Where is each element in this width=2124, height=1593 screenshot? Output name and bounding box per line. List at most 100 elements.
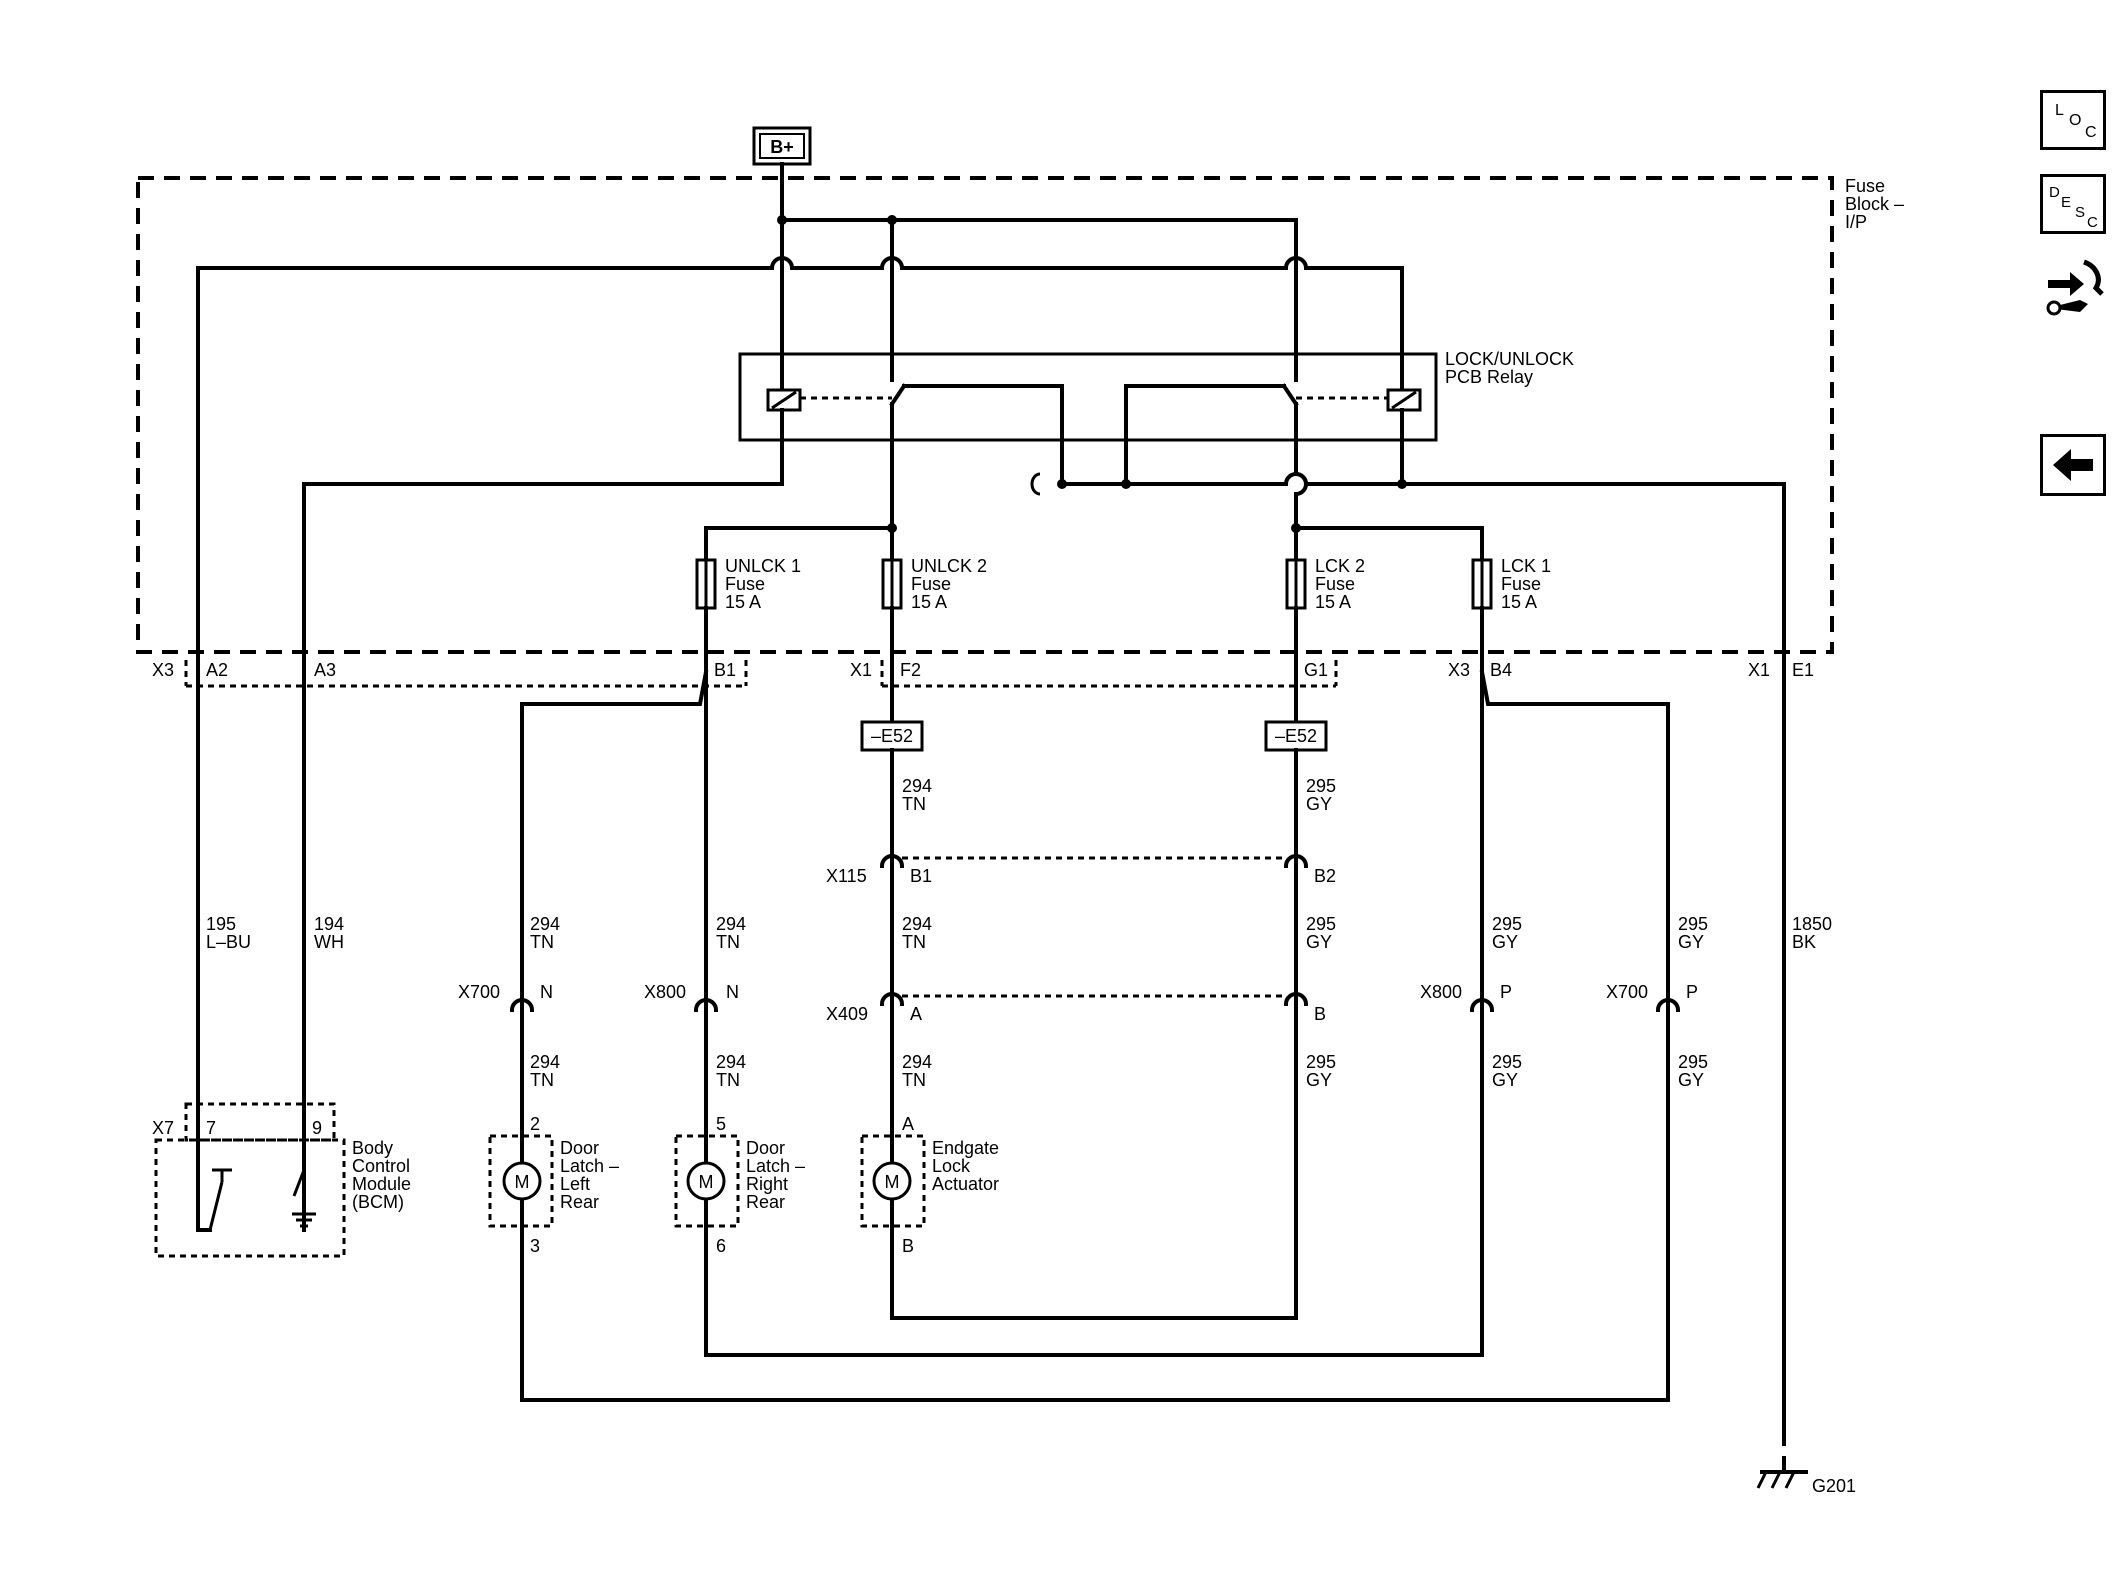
svg-text:295: 295: [1678, 914, 1708, 934]
svg-text:Door: Door: [560, 1138, 599, 1158]
e52-connector-left: [860, 720, 924, 752]
back-arrow-icon[interactable]: [2040, 434, 2106, 496]
svg-text:295: 295: [1492, 914, 1522, 934]
svg-text:X115: X115: [826, 866, 867, 886]
svg-text:TN: TN: [716, 932, 740, 952]
svg-text:3: 3: [530, 1236, 540, 1256]
svg-text:GY: GY: [1492, 932, 1518, 952]
svg-text:15 A: 15 A: [1315, 592, 1351, 612]
door-latch-left-rear-motor: M: [488, 1134, 554, 1228]
svg-text:S: S: [2075, 204, 2085, 221]
svg-text:15 A: 15 A: [725, 592, 761, 612]
desc-icon[interactable]: D E S C: [2040, 174, 2106, 234]
svg-text:194: 194: [314, 914, 344, 934]
svg-text:F2: F2: [900, 660, 921, 680]
svg-text:A: A: [910, 1004, 922, 1024]
svg-text:B1: B1: [910, 866, 932, 886]
svg-text:M: M: [699, 1172, 714, 1192]
relay-label: LOCK/UNLOCK PCB Relay: [1445, 349, 1574, 387]
svg-text:6: 6: [716, 1236, 726, 1256]
svg-text:C: C: [2085, 124, 2097, 141]
svg-text:L–BU: L–BU: [206, 932, 251, 952]
svg-text:A: A: [902, 1114, 914, 1134]
svg-text:X800: X800: [1420, 982, 1462, 1002]
svg-text:294: 294: [716, 1052, 746, 1072]
endgate-lock-actuator-motor: M: [860, 1134, 926, 1228]
loc-icon[interactable]: L O C: [2040, 90, 2106, 150]
connector-tools-icon[interactable]: [2040, 254, 2110, 324]
svg-text:X1: X1: [1748, 660, 1770, 680]
svg-text:G201: G201: [1812, 1476, 1856, 1496]
svg-text:Fuse: Fuse: [1501, 574, 1541, 594]
svg-text:LCK 1: LCK 1: [1501, 556, 1551, 576]
wiring-lines: [196, 162, 1808, 1489]
svg-text:Module: Module: [352, 1174, 411, 1194]
svg-text:D: D: [2049, 184, 2060, 201]
svg-text:–E52: –E52: [1275, 726, 1317, 746]
svg-text:15 A: 15 A: [911, 592, 947, 612]
svg-text:1850: 1850: [1792, 914, 1832, 934]
svg-text:LOCK/UNLOCK: LOCK/UNLOCK: [1445, 349, 1574, 369]
svg-text:GY: GY: [1306, 1070, 1332, 1090]
svg-text:TN: TN: [902, 1070, 926, 1090]
svg-text:X700: X700: [1606, 982, 1648, 1002]
svg-text:–E52: –E52: [871, 726, 913, 746]
svg-text:294: 294: [530, 1052, 560, 1072]
svg-text:P: P: [1500, 982, 1512, 1002]
svg-text:GY: GY: [1492, 1070, 1518, 1090]
svg-text:X800: X800: [644, 982, 686, 1002]
svg-text:294: 294: [716, 914, 746, 934]
svg-text:TN: TN: [902, 932, 926, 952]
svg-text:Latch –: Latch –: [560, 1156, 619, 1176]
svg-text:Control: Control: [352, 1156, 410, 1176]
svg-text:M: M: [515, 1172, 530, 1192]
svg-text:7: 7: [206, 1118, 216, 1138]
svg-text:Actuator: Actuator: [932, 1174, 999, 1194]
svg-text:Rear: Rear: [560, 1192, 599, 1212]
svg-text:Endgate: Endgate: [932, 1138, 999, 1158]
svg-text:TN: TN: [530, 932, 554, 952]
svg-text:295: 295: [1306, 776, 1336, 796]
svg-text:294: 294: [902, 914, 932, 934]
svg-text:B: B: [902, 1236, 914, 1256]
svg-text:Rear: Rear: [746, 1192, 785, 1212]
svg-text:294: 294: [902, 1052, 932, 1072]
svg-text:UNLCK 2: UNLCK 2: [911, 556, 987, 576]
svg-text:9: 9: [312, 1118, 322, 1138]
fuse-labels: UNLCK 1 Fuse 15 A UNLCK 2 Fuse 15 A LCK …: [725, 556, 1551, 612]
svg-text:I/P: I/P: [1845, 212, 1867, 232]
svg-text:295: 295: [1306, 914, 1336, 934]
svg-text:15 A: 15 A: [1501, 592, 1537, 612]
svg-text:UNLCK 1: UNLCK 1: [725, 556, 801, 576]
inline-connector-pins: [509, 854, 1681, 1013]
svg-text:G1: G1: [1304, 660, 1328, 680]
svg-text:B4: B4: [1490, 660, 1512, 680]
svg-text:Latch –: Latch –: [746, 1156, 805, 1176]
fuse-block-label: Fuse Block – I/P: [1845, 176, 1904, 232]
battery-positive-box: B+: [752, 126, 812, 166]
svg-text:Body: Body: [352, 1138, 393, 1158]
svg-text:Fuse: Fuse: [1845, 176, 1885, 196]
svg-text:X409: X409: [826, 1004, 868, 1024]
svg-text:GY: GY: [1306, 794, 1332, 814]
svg-text:Right: Right: [746, 1174, 788, 1194]
svg-text:GY: GY: [1678, 932, 1704, 952]
door-latch-right-rear-motor: M: [674, 1134, 740, 1228]
fuse-block-connector-bars: [184, 660, 1338, 688]
svg-text:GY: GY: [1306, 932, 1332, 952]
component-labels: Body Control Module (BCM) Door Latch – L…: [352, 1114, 1856, 1496]
svg-text:Left: Left: [560, 1174, 590, 1194]
svg-text:295: 295: [1678, 1052, 1708, 1072]
svg-text:GY: GY: [1678, 1070, 1704, 1090]
wire-labels: 195 L–BU 194 WH 294 TN 294 TN 294 TN 294…: [206, 776, 1832, 1090]
bcm-module: [154, 1102, 346, 1258]
svg-text:C: C: [2087, 214, 2098, 231]
svg-text:E1: E1: [1792, 660, 1814, 680]
svg-text:Door: Door: [746, 1138, 785, 1158]
svg-text:195: 195: [206, 914, 236, 934]
svg-text:Fuse: Fuse: [911, 574, 951, 594]
svg-text:5: 5: [716, 1114, 726, 1134]
svg-text:O: O: [2069, 112, 2081, 129]
svg-text:2: 2: [530, 1114, 540, 1134]
